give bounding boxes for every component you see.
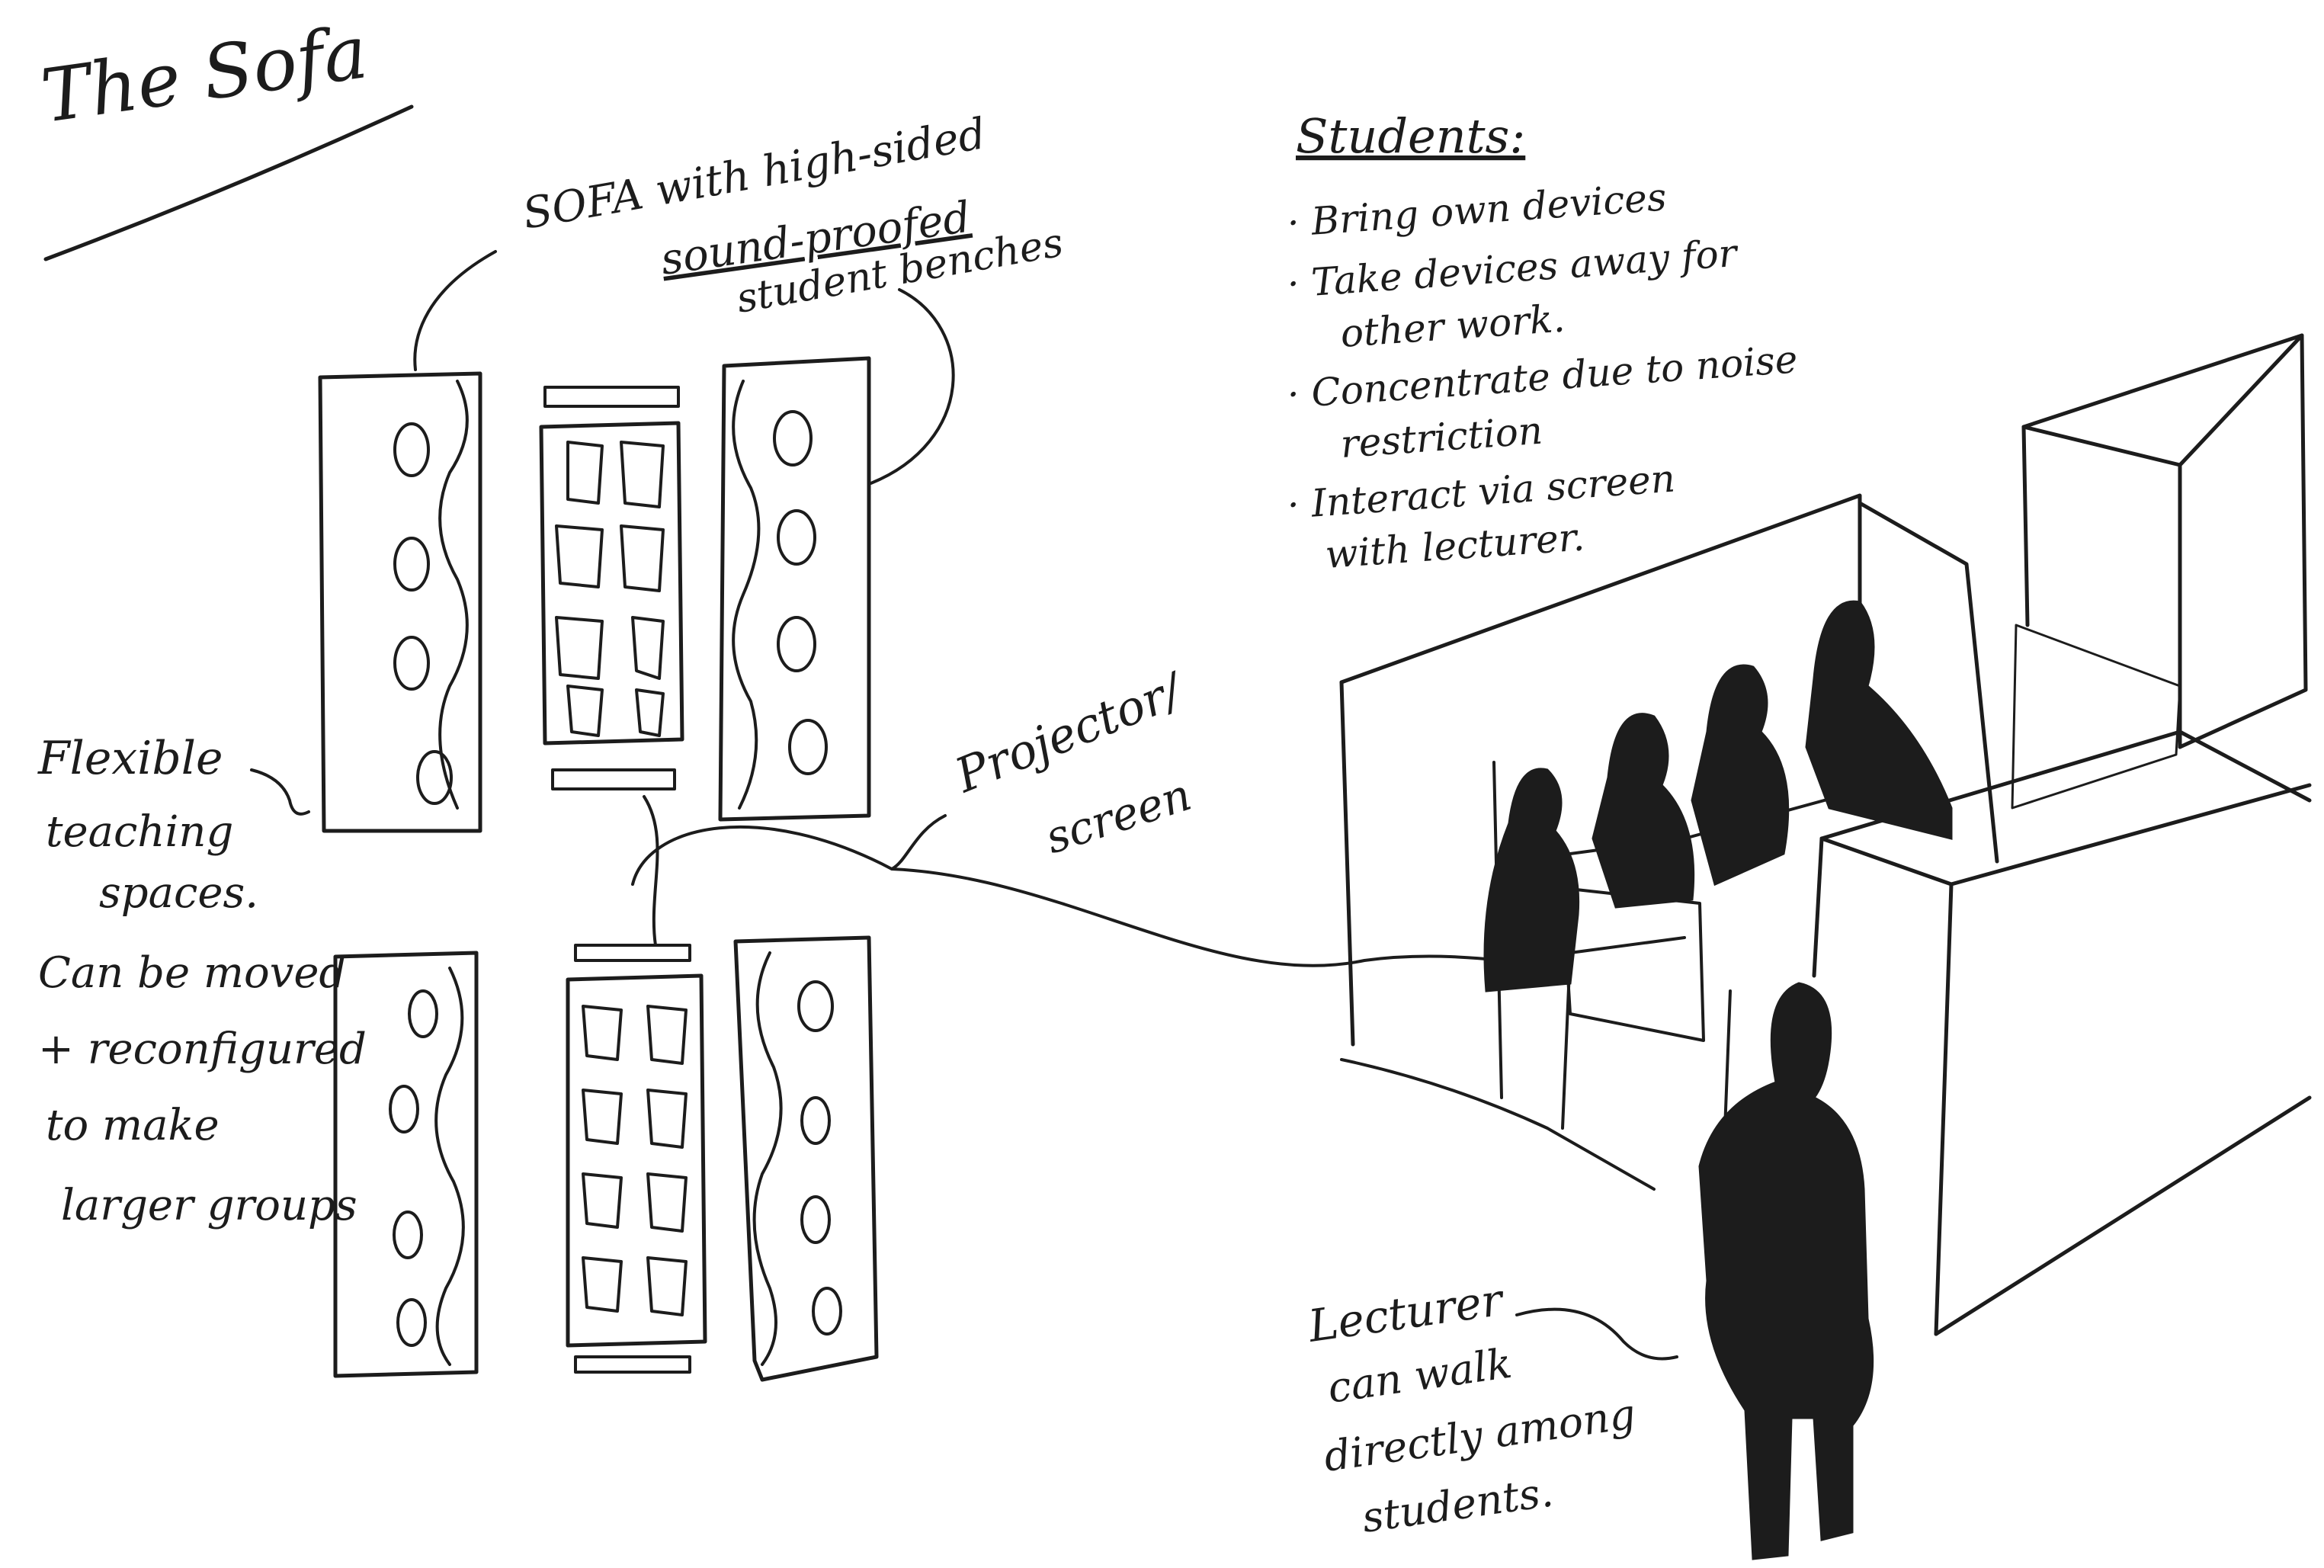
seat-circle	[777, 509, 816, 566]
seat-circle	[393, 636, 430, 691]
seat-circle	[788, 719, 828, 775]
lecturer-note-line-4: students.	[1359, 1467, 1556, 1541]
flexible-note-line-2: teaching	[46, 807, 233, 857]
desk-connector-line	[643, 795, 659, 947]
sofa-unit-top-left	[318, 371, 482, 833]
student-note-2-line-2: other work.	[1339, 297, 1566, 356]
seat-circle	[393, 1210, 423, 1259]
seat-circle	[797, 980, 834, 1032]
title-underline	[43, 104, 414, 261]
sofa-unit-bottom-right	[733, 935, 879, 1382]
seat-circle	[389, 1085, 419, 1134]
sofa-unit-top-right	[718, 356, 871, 822]
lecturer-note-line-2: can walk	[1325, 1339, 1515, 1412]
seat-circle	[408, 989, 438, 1038]
seat-circle	[800, 1096, 831, 1145]
students-heading: Students:	[1296, 108, 1525, 164]
seat-circle	[393, 537, 430, 592]
projector-note-line-2: screen	[1039, 768, 1197, 864]
flexible-note-line-1: Flexible	[37, 732, 223, 785]
student-note-3-line-2: restriction	[1339, 409, 1544, 467]
booth-perspective	[1339, 333, 2312, 1560]
desk-unit-top	[539, 386, 684, 790]
movable-note-line-2: + reconfigured	[38, 1024, 367, 1074]
benches-pointer-line	[867, 288, 955, 486]
desk-unit-bottom	[566, 944, 707, 1374]
movable-note-line-4: larger groups	[61, 1181, 357, 1230]
student-note-1-line-1: · Bring own devices	[1286, 175, 1668, 245]
movable-note-line-3: to make	[46, 1101, 220, 1150]
sofa-unit-bottom-left	[333, 951, 479, 1378]
seat-circle	[393, 422, 430, 477]
lecturer-pointer-line	[1515, 1307, 1678, 1361]
sofa-pointer-line	[413, 250, 497, 371]
seat-circle	[773, 410, 813, 467]
student-note-2-line-1: · Take devices away for	[1286, 231, 1741, 306]
flexible-note-line-3: spaces.	[99, 868, 258, 918]
student-note-4-line-1: · Interact via screen	[1286, 457, 1677, 527]
seat-circle	[800, 1195, 831, 1244]
seat-circle	[396, 1298, 427, 1347]
student-note-4-line-2: with lecturer.	[1324, 515, 1586, 577]
lecturer-figure	[1698, 982, 1874, 1560]
seat-circle	[777, 616, 816, 672]
flexible-pointer-line	[250, 768, 310, 816]
lecturer-note-line-1: Lecturer	[1304, 1273, 1508, 1352]
seat-circle	[812, 1287, 842, 1336]
sketch-title: The Sofa	[37, 9, 373, 139]
movable-note-line-1: Can be moved	[38, 948, 346, 998]
seat-circle	[416, 750, 453, 805]
